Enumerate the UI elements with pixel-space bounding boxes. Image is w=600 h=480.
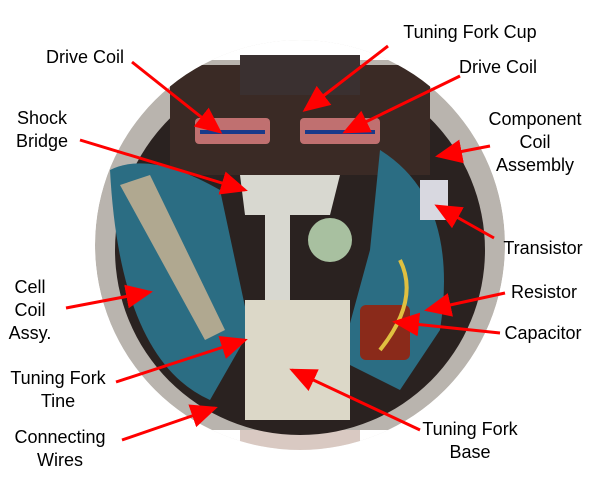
label-shock-bridge: Shock Bridge bbox=[16, 107, 68, 153]
label-cell-coil-assy: Cell Coil Assy. bbox=[9, 276, 52, 345]
tuning-fork-base bbox=[245, 300, 350, 420]
label-line: Component bbox=[488, 109, 582, 129]
label-capacitor: Capacitor bbox=[504, 323, 582, 343]
label-line: Cell bbox=[14, 277, 46, 297]
label-connecting-wires: Connecting Wires bbox=[14, 426, 105, 472]
label-line: Tine bbox=[40, 391, 76, 411]
label-line: Shock bbox=[16, 108, 68, 128]
label-tuning-fork-cup: Tuning Fork Cup bbox=[403, 22, 537, 42]
label-line: Wires bbox=[36, 450, 83, 470]
label-line: Assembly bbox=[495, 155, 575, 175]
shock-bridge bbox=[240, 175, 340, 300]
label-line: Coil bbox=[14, 300, 46, 320]
label-resistor: Resistor bbox=[510, 282, 578, 302]
label-line: Assy. bbox=[8, 323, 52, 343]
callout-arrows bbox=[65, 44, 506, 442]
label-drive-coil-right: Drive Coil bbox=[458, 57, 538, 77]
label-line: Bridge bbox=[15, 131, 69, 151]
label-line: Tuning Fork bbox=[422, 419, 518, 439]
label-line: Base bbox=[449, 442, 491, 462]
label-component-coil-assembly: Component Coil Assembly bbox=[488, 108, 581, 177]
label-tuning-fork-tine: Tuning Fork Tine bbox=[10, 367, 105, 413]
label-line: Coil bbox=[519, 132, 551, 152]
label-line: Tuning Fork bbox=[10, 368, 106, 388]
label-line: Connecting bbox=[14, 427, 106, 447]
label-transistor: Transistor bbox=[503, 238, 583, 258]
label-drive-coil-left: Drive Coil bbox=[45, 47, 125, 67]
label-tuning-fork-base: Tuning Fork Base bbox=[422, 418, 517, 464]
